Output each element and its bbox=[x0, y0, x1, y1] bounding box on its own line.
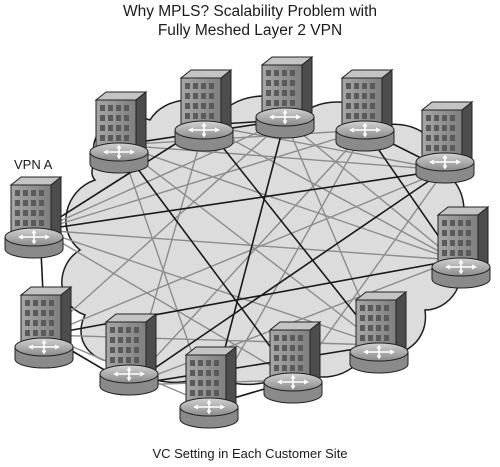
customer-site-11 bbox=[14, 286, 74, 369]
title-line-2: Fully Meshed Layer 2 VPN bbox=[157, 22, 343, 39]
diagram-caption: VC Setting in Each Customer Site bbox=[152, 446, 348, 461]
customer-site-7 bbox=[349, 291, 409, 374]
customer-site-2 bbox=[174, 69, 234, 152]
customer-site-1 bbox=[89, 91, 149, 174]
customer-site-12 bbox=[4, 176, 64, 259]
customer-site-9 bbox=[179, 346, 239, 429]
customer-site-4 bbox=[335, 69, 395, 152]
diagram-title: Why MPLS? Scalability Problem with Fully… bbox=[0, 2, 500, 40]
customer-site-3 bbox=[255, 56, 315, 139]
vpn-label: VPN A bbox=[14, 157, 53, 172]
customer-site-8 bbox=[263, 321, 323, 404]
customer-site-6 bbox=[431, 206, 491, 289]
customer-site-5 bbox=[415, 101, 475, 184]
title-line-1: Why MPLS? Scalability Problem with bbox=[122, 3, 378, 20]
customer-site-10 bbox=[99, 313, 159, 396]
